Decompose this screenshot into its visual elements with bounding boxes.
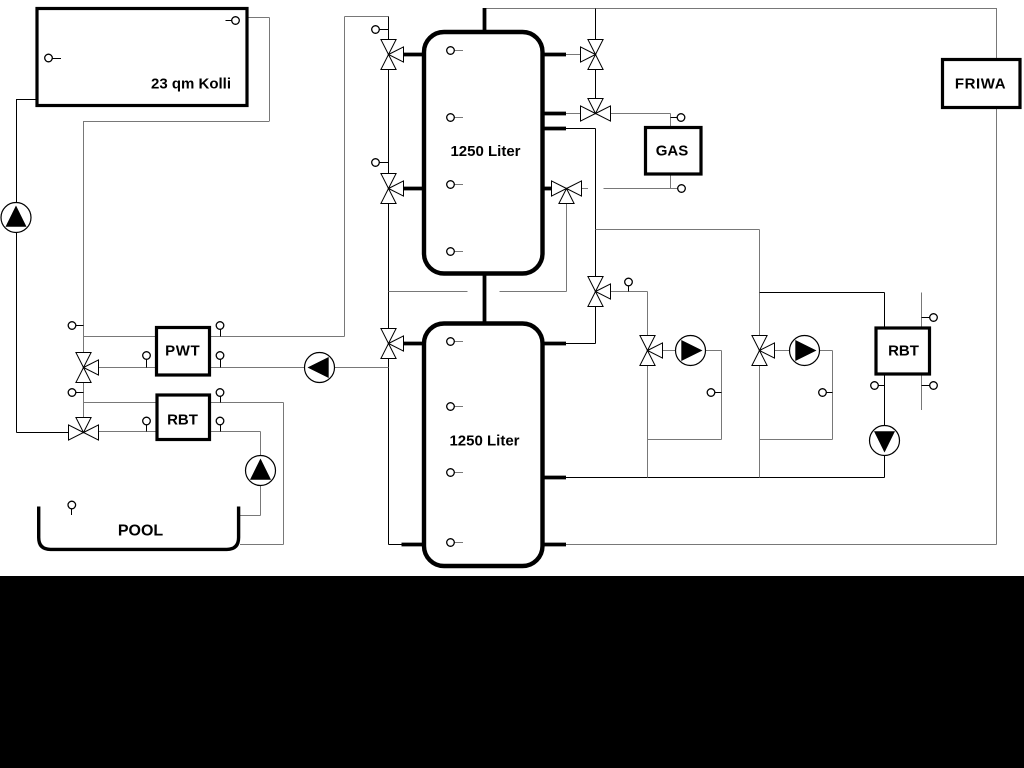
svg-text:GAS: GAS — [656, 143, 689, 160]
svg-text:23 qm Kolli: 23 qm Kolli — [151, 76, 231, 93]
svg-text:FRIWA: FRIWA — [955, 76, 1006, 93]
svg-text:1250 Liter: 1250 Liter — [450, 143, 520, 160]
svg-text:PWT: PWT — [165, 343, 200, 360]
svg-text:RBT: RBT — [167, 412, 198, 429]
svg-text:RBT: RBT — [888, 343, 919, 360]
svg-text:1250 Liter: 1250 Liter — [449, 433, 519, 450]
svg-text:POOL: POOL — [118, 523, 164, 540]
